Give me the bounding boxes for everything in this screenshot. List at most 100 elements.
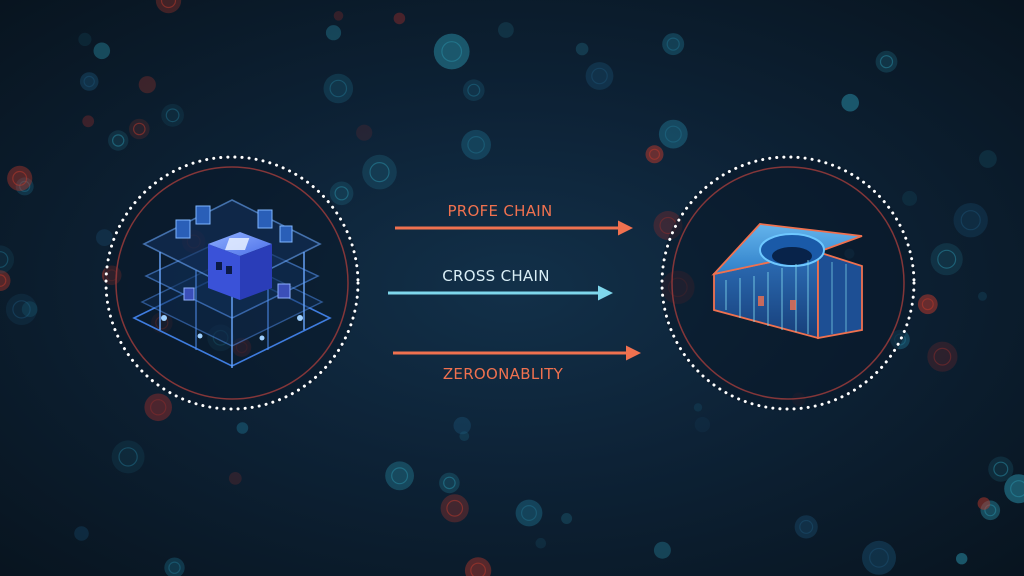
bokeh-dot-ring	[168, 561, 181, 574]
bokeh-dot-ring	[0, 251, 9, 268]
bokeh-dot	[515, 499, 543, 527]
bokeh-dot	[693, 403, 703, 412]
bokeh-dot-ring	[0, 274, 7, 287]
bokeh-dot	[93, 42, 111, 60]
bokeh-dot-ring	[960, 210, 981, 231]
bokeh-dot-ring	[921, 298, 934, 311]
bokeh-dot	[129, 118, 150, 140]
bokeh-dot-ring	[520, 505, 537, 522]
bokeh-dot	[927, 341, 958, 372]
bokeh-dot	[144, 393, 172, 422]
bokeh-dot	[385, 461, 414, 491]
bokeh-dot-ring	[111, 134, 125, 147]
bokeh-dot-ring	[160, 0, 177, 9]
bokeh-dot	[82, 115, 95, 128]
bokeh-dot	[453, 416, 471, 435]
bokeh-dot-ring	[879, 55, 894, 69]
bokeh-dot	[461, 129, 491, 160]
bokeh-dot-ring	[19, 180, 31, 192]
bokeh-dot	[15, 177, 34, 196]
bokeh-dot	[325, 25, 342, 41]
bokeh-dot	[953, 203, 988, 238]
bokeh-dot	[930, 243, 963, 276]
bokeh-dot	[862, 540, 896, 575]
bokeh-dot-ring	[799, 519, 814, 534]
bokeh-dot	[21, 301, 38, 318]
source-ring-dotted	[104, 155, 360, 411]
flow-labels: PROFE CHAIN CROSS CHAIN ZEROONABLITY	[442, 202, 563, 383]
bokeh-dot	[988, 456, 1014, 482]
bokeh-dot	[329, 181, 354, 206]
bokeh-dot	[439, 472, 460, 494]
bokeh-dot-ring	[165, 108, 180, 123]
bokeh-dot-ring	[467, 83, 481, 97]
bokeh-dot	[228, 472, 242, 485]
bokeh-dot	[585, 62, 614, 90]
bokeh-dot	[978, 291, 987, 301]
bokeh-dot	[902, 190, 918, 206]
bokeh-dot	[79, 72, 99, 91]
bokeh-dot	[393, 12, 406, 25]
source-node	[104, 155, 360, 411]
bokeh-dot-ring	[369, 162, 390, 183]
bokeh-dot	[5, 293, 38, 325]
bokeh-dot	[875, 50, 898, 73]
bokeh-dot	[440, 494, 469, 523]
target-ring-dotted	[660, 155, 916, 411]
bokeh-dot	[333, 11, 344, 21]
bokeh-dot	[459, 431, 470, 441]
bokeh-dot-ring	[391, 467, 409, 485]
bokeh-dot	[108, 130, 129, 151]
bokeh-dot	[138, 76, 156, 94]
bokeh-dot	[841, 93, 859, 112]
bokeh-dot	[575, 42, 589, 56]
flow-label-profe-chain: PROFE CHAIN	[447, 202, 552, 220]
bokeh-dot	[7, 165, 33, 191]
bokeh-dot	[956, 553, 968, 565]
bokeh-dot	[1004, 474, 1024, 504]
bokeh-dot-ring	[869, 547, 889, 568]
bokeh-dot-ring	[993, 461, 1009, 477]
bokeh-dot	[535, 537, 547, 549]
bokeh-dot	[433, 33, 470, 70]
bokeh-dot-ring	[83, 75, 95, 88]
bokeh-dot-ring	[984, 504, 997, 517]
bokeh-dot-ring	[441, 41, 463, 62]
bokeh-dot	[977, 497, 991, 510]
bokeh-dot-ring	[443, 476, 456, 490]
bokeh-dot	[323, 73, 354, 104]
bokeh-dot-ring	[666, 37, 680, 51]
blockchain-network-icon	[132, 199, 332, 368]
bokeh-dot	[111, 440, 145, 474]
flow-label-cross-chain: CROSS CHAIN	[442, 267, 549, 285]
bokeh-dot	[662, 33, 685, 56]
bokeh-dot	[498, 22, 514, 38]
bokeh-dot-ring	[149, 399, 167, 416]
bokeh-dot-ring	[133, 122, 146, 136]
bokeh-dot-ring	[648, 148, 661, 160]
bokeh-dot	[917, 294, 938, 315]
bokeh-dot-ring	[118, 447, 138, 467]
target-node	[660, 155, 916, 411]
bokeh-dot	[356, 124, 373, 141]
source-ring-inner	[115, 166, 349, 400]
bokeh-dot-ring	[446, 499, 464, 517]
bokeh-dot	[161, 103, 185, 127]
bokeh-dot	[980, 500, 1001, 521]
ring-token-block-icon	[711, 223, 863, 340]
bokeh-dot-ring	[664, 125, 682, 143]
bokeh-dot	[362, 154, 397, 190]
bokeh-dot-ring	[591, 67, 608, 85]
target-ring-inner	[671, 166, 905, 400]
bokeh-dot	[463, 79, 485, 101]
bokeh-dot-ring	[470, 562, 486, 576]
bokeh-dot	[979, 150, 997, 168]
flow-arrows	[388, 220, 641, 361]
bokeh-dot	[464, 557, 492, 576]
bokeh-dot-ring	[334, 186, 349, 201]
bokeh-dot	[74, 526, 89, 541]
bokeh-dot	[653, 541, 671, 559]
bokeh-dot	[694, 416, 711, 433]
